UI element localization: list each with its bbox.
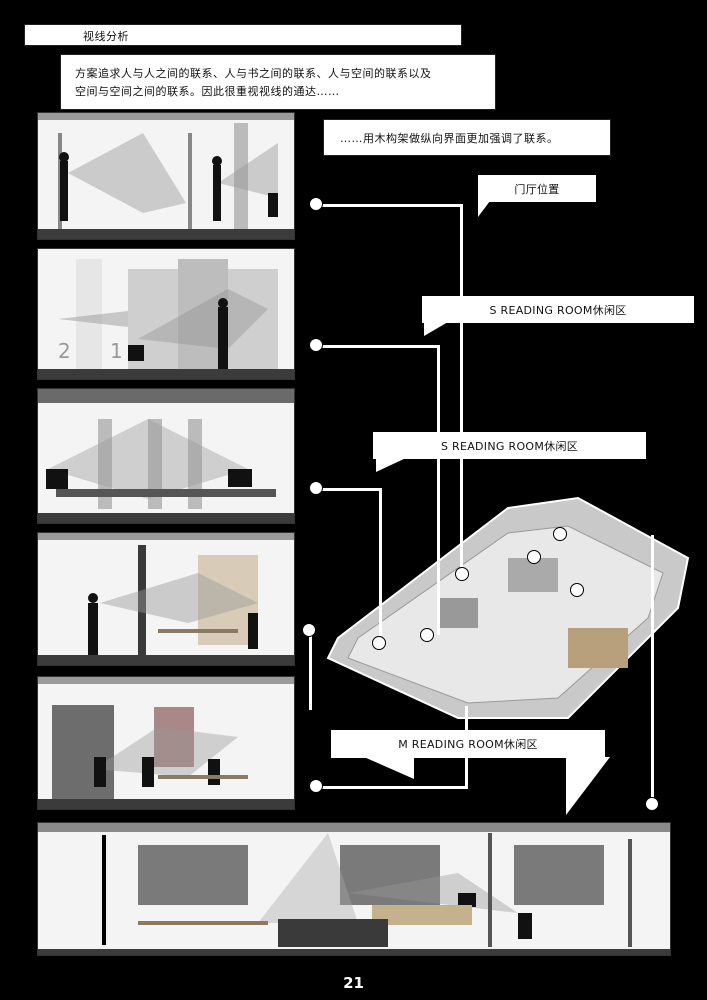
ceiling bbox=[38, 113, 294, 120]
marker-dot bbox=[309, 197, 323, 211]
marker-dot bbox=[570, 583, 584, 597]
section-5-graphic bbox=[52, 705, 248, 799]
connector-line bbox=[437, 345, 440, 635]
callout-s-reading-1-text: S READING ROOM休闲区 bbox=[489, 304, 627, 317]
floor-slab bbox=[38, 513, 294, 523]
callout-tail bbox=[478, 201, 490, 217]
marker-dot bbox=[302, 623, 316, 637]
floor-slab bbox=[38, 949, 670, 955]
section-1-graphic bbox=[58, 123, 278, 231]
callout-m-reading: M READING ROOM休闲区 bbox=[331, 730, 605, 758]
page-heading: 视线分析 bbox=[24, 24, 462, 46]
callout-lobby-text: 门厅位置 bbox=[514, 183, 560, 196]
floor-slab bbox=[38, 229, 294, 239]
ceiling bbox=[38, 677, 294, 684]
section-2-graphic bbox=[58, 259, 278, 369]
section-drawing-3 bbox=[37, 388, 295, 524]
section-drawing-2: 2 1 bbox=[37, 248, 295, 380]
section-drawing-1 bbox=[37, 112, 295, 240]
marker-dot bbox=[645, 797, 659, 811]
callout-s-reading-1: S READING ROOM休闲区 bbox=[422, 296, 694, 323]
ceiling bbox=[38, 533, 294, 540]
section-3-graphic bbox=[46, 419, 276, 509]
callout-tail bbox=[364, 757, 414, 779]
marker-dot bbox=[527, 550, 541, 564]
ceiling bbox=[38, 823, 670, 832]
callout-s-reading-2: S READING ROOM休闲区 bbox=[373, 432, 646, 459]
ceiling bbox=[38, 389, 294, 403]
callout-lobby: 门厅位置 bbox=[478, 175, 596, 202]
section-drawing-4 bbox=[37, 532, 295, 666]
intro-line-2: 空间与空间之间的联系。因此很重视视线的通达…… bbox=[75, 85, 340, 98]
callout-tail bbox=[376, 458, 406, 472]
intro-text-box: 方案追求人与人之间的联系、人与书之间的联系、人与空间的联系以及 空间与空间之间的… bbox=[60, 54, 496, 110]
axonometric-plan bbox=[326, 496, 690, 719]
floor-slab bbox=[38, 655, 294, 665]
connector-line bbox=[379, 488, 382, 643]
long-section-drawing bbox=[37, 822, 671, 956]
connector-line bbox=[309, 630, 312, 710]
wood-frame-note: ……用木构架做纵向界面更加强调了联系。 bbox=[323, 119, 611, 156]
callout-tail bbox=[424, 322, 448, 336]
section-4-graphic bbox=[88, 545, 258, 655]
connector-line bbox=[316, 204, 462, 207]
floor-slab bbox=[38, 799, 294, 809]
marker-dot bbox=[309, 338, 323, 352]
callout-tail bbox=[566, 757, 610, 815]
marker-dot bbox=[309, 481, 323, 495]
page-number: 21 bbox=[343, 974, 364, 992]
section-drawing-5 bbox=[37, 676, 295, 810]
marker-dot bbox=[420, 628, 434, 642]
connector-line bbox=[316, 786, 467, 789]
section-number-1: 1 bbox=[110, 339, 123, 363]
long-section-graphic bbox=[102, 833, 632, 947]
note-text: ……用木构架做纵向界面更加强调了联系。 bbox=[340, 132, 559, 145]
connector-line bbox=[316, 488, 381, 491]
floor-slab bbox=[38, 369, 294, 379]
heading-text: 视线分析 bbox=[83, 30, 129, 43]
marker-dot bbox=[455, 567, 469, 581]
section-number-2: 2 bbox=[58, 339, 71, 363]
connector-line bbox=[460, 204, 463, 574]
intro-line-1: 方案追求人与人之间的联系、人与书之间的联系、人与空间的联系以及 bbox=[75, 67, 432, 80]
marker-dot bbox=[553, 527, 567, 541]
connector-line bbox=[651, 535, 654, 805]
connector-line bbox=[316, 345, 440, 348]
callout-s-reading-2-text: S READING ROOM休闲区 bbox=[440, 440, 579, 453]
marker-dot bbox=[309, 779, 323, 793]
callout-m-reading-text: M READING ROOM休闲区 bbox=[398, 738, 538, 751]
marker-dot bbox=[372, 636, 386, 650]
